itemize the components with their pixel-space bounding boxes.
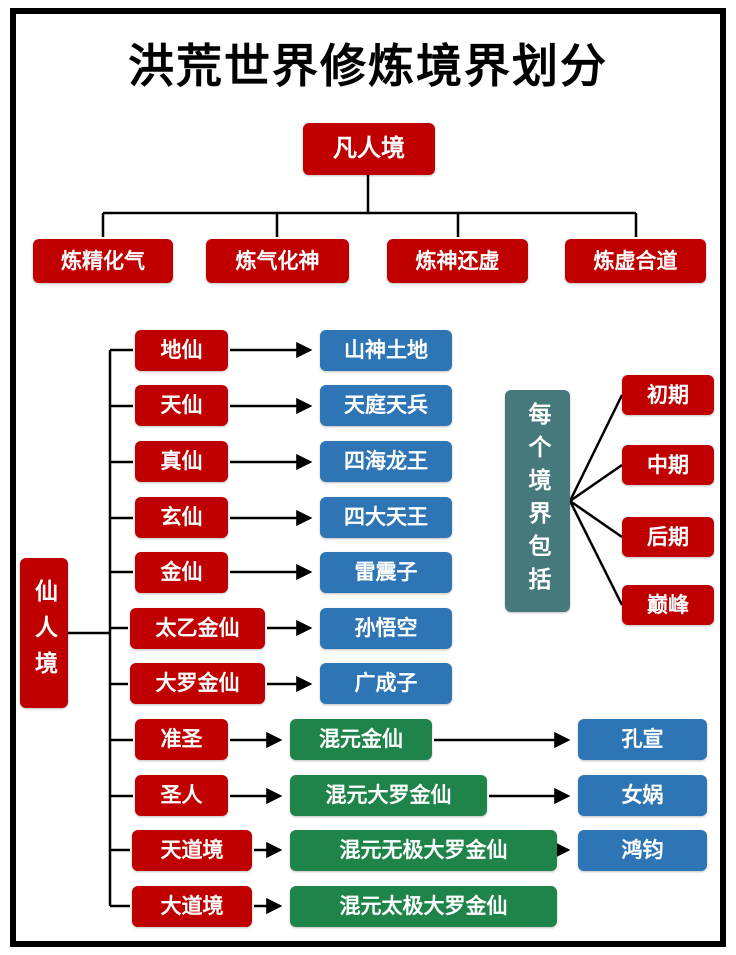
node-example-sihai-longwang: 四海龙王 (320, 441, 452, 482)
node-advanced-hunyuan-jinxian: 混元金仙 (290, 719, 432, 760)
node-realm-daluo-jinxian: 大罗金仙 (130, 663, 265, 704)
node-realm-zhunsheng: 准圣 (135, 719, 228, 760)
node-immortal-realm-group: 仙人境 (20, 558, 68, 708)
node-realm-dixian: 地仙 (135, 330, 228, 371)
diagram-title: 洪荒世界修炼境界划分 (128, 40, 608, 92)
node-realm-xuanxian: 玄仙 (135, 497, 228, 538)
node-realm-taiyi-jinxian: 太乙金仙 (130, 608, 265, 649)
node-realm-tianxian: 天仙 (135, 385, 228, 426)
node-phase-late: 后期 (622, 517, 714, 557)
node-example-shanshen-tudi: 山神土地 (320, 330, 452, 371)
node-advanced-hunyuan-taiji-daluo-jinxian: 混元太极大罗金仙 (290, 886, 557, 927)
node-example-kongxuan: 孔宣 (578, 719, 707, 760)
node-realm-dadaojing: 大道境 (132, 886, 252, 927)
node-mortal-realm: 凡人境 (303, 123, 435, 175)
node-example-leizhenzi: 雷震子 (320, 552, 452, 593)
node-example-tianting-tianbing: 天庭天兵 (320, 385, 452, 426)
node-phase-early: 初期 (622, 375, 714, 415)
node-realm-shengren: 圣人 (135, 775, 228, 816)
node-stage-lianxu-hedao: 炼虚合道 (565, 239, 706, 283)
node-phase-group: 每个境界包括 (505, 390, 570, 612)
node-example-guangchengzi: 广成子 (320, 663, 452, 704)
node-advanced-hunyuan-wuji-daluo-jinxian: 混元无极大罗金仙 (290, 830, 557, 871)
node-stage-lianshen-huanxu: 炼神还虚 (387, 239, 528, 283)
node-realm-zhenxian: 真仙 (135, 441, 228, 482)
node-example-sida-tianwang: 四大天王 (320, 497, 452, 538)
node-realm-tiandaojing: 天道境 (132, 830, 252, 871)
node-stage-lianqi-huashen: 炼气化神 (206, 239, 349, 283)
node-stage-lianjing-huaqi: 炼精化气 (33, 239, 173, 283)
node-example-nvwa: 女娲 (578, 775, 707, 816)
node-advanced-hunyuan-daluo-jinxian: 混元大罗金仙 (290, 775, 487, 816)
node-phase-middle: 中期 (622, 445, 714, 485)
node-realm-jinxian: 金仙 (135, 552, 228, 593)
node-example-hongjun: 鸿钧 (578, 830, 707, 871)
node-phase-peak: 巅峰 (622, 585, 714, 625)
node-example-sunwukong: 孙悟空 (320, 608, 452, 649)
